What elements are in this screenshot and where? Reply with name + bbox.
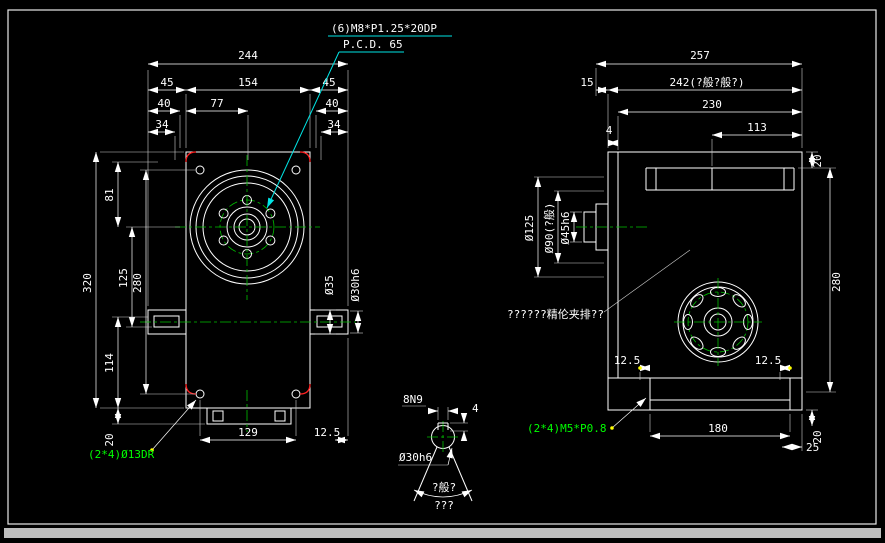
snap-marker [788, 366, 792, 370]
dim-4-keyway: 4 [472, 402, 479, 415]
callout-pcd-line2: P.C.D. 65 [343, 38, 403, 51]
side-m5-callout: (2*4)M5*P0.8 [527, 397, 647, 435]
dim-45-left: 45 [160, 76, 173, 89]
callout-m5: (2*4)M5*P0.8 [527, 422, 606, 435]
dim-15: 15 [580, 76, 593, 89]
front-hole-callout: (2*4)Ø13DR [88, 399, 197, 461]
side-dimensions: 257 15 242(?般?般?) 230 4 113 20 Ø125 [523, 49, 843, 454]
angle-label-2: ??? [434, 499, 454, 512]
side-view: 257 15 242(?般?般?) 230 4 113 20 Ø125 [507, 49, 843, 454]
dim-81: 81 [103, 188, 116, 201]
fillet-highlights [185, 151, 311, 395]
dim-8n9: 8N9 [403, 393, 423, 406]
snap-marker [150, 448, 154, 452]
side-body-outline [607, 151, 803, 411]
dim-25: 25 [806, 441, 819, 454]
dim-20-side-top: 20 [811, 154, 824, 167]
dim-20-side-bottom: 20 [811, 430, 824, 443]
dim-34-left: 34 [155, 118, 169, 131]
dim-40-left: 40 [157, 97, 170, 110]
dim-244: 244 [238, 49, 258, 62]
dim-257: 257 [690, 49, 710, 62]
dim-4-side: 4 [606, 124, 613, 137]
front-dimensions: 244 45 154 45 40 77 40 34 34 [81, 49, 363, 447]
snap-marker [638, 366, 642, 370]
dim-dia90: Ø90(?般) [543, 203, 556, 254]
callout-m8-line1: (6)M8*P1.25*20DP [331, 22, 437, 35]
dim-40-right: 40 [325, 97, 338, 110]
sheet-frame [4, 9, 881, 538]
dim-280: 280 [131, 273, 144, 293]
dim-180: 180 [708, 422, 728, 435]
dim-77: 77 [210, 97, 223, 110]
snap-marker [610, 426, 614, 430]
top-thread-callout: (6)M8*P1.25*20DP P.C.D. 65 [266, 22, 452, 209]
dim-129: 129 [238, 426, 258, 439]
dim-114: 114 [103, 353, 116, 373]
side-note: ??????精伦夹排?? [507, 249, 691, 321]
frame-bottom-bar [4, 528, 881, 538]
dim-34-right: 34 [327, 118, 341, 131]
dim-113: 113 [747, 121, 767, 134]
dim-12-5-left: 12.5 [614, 354, 641, 367]
dim-45-right: 45 [322, 76, 335, 89]
dim-242: 242(?般?般?) [670, 76, 745, 89]
dim-dia30h6-keyway: Ø30h6 [399, 451, 432, 464]
dim-320: 320 [81, 273, 94, 293]
dim-280-side: 280 [830, 272, 843, 292]
dim-20-front: 20 [103, 433, 116, 446]
dim-dia125: Ø125 [523, 215, 536, 242]
side-flange-circles [674, 278, 762, 366]
dim-125: 125 [117, 268, 130, 288]
note-text: ??????精伦夹排?? [507, 307, 604, 321]
front-view: 244 45 154 45 40 77 40 34 34 [81, 49, 363, 461]
front-flange-circles [189, 169, 305, 285]
dim-12-5-front: 12.5 [314, 426, 341, 439]
dim-12-5-right: 12.5 [755, 354, 782, 367]
dim-230: 230 [702, 98, 722, 111]
front-body-outline [185, 151, 311, 409]
callout-13dr: (2*4)Ø13DR [88, 448, 155, 461]
keyway-detail: 8N9 4 Ø30h6 ?般? ??? [398, 393, 479, 512]
dim-dia35: Ø35 [323, 275, 336, 295]
dim-154: 154 [238, 76, 258, 89]
front-centerlines [140, 155, 356, 432]
angle-label-1: ?般? [432, 481, 456, 494]
dim-dia30h6: Ø30h6 [349, 268, 362, 301]
dim-dia45h6: Ø45h6 [559, 211, 572, 244]
